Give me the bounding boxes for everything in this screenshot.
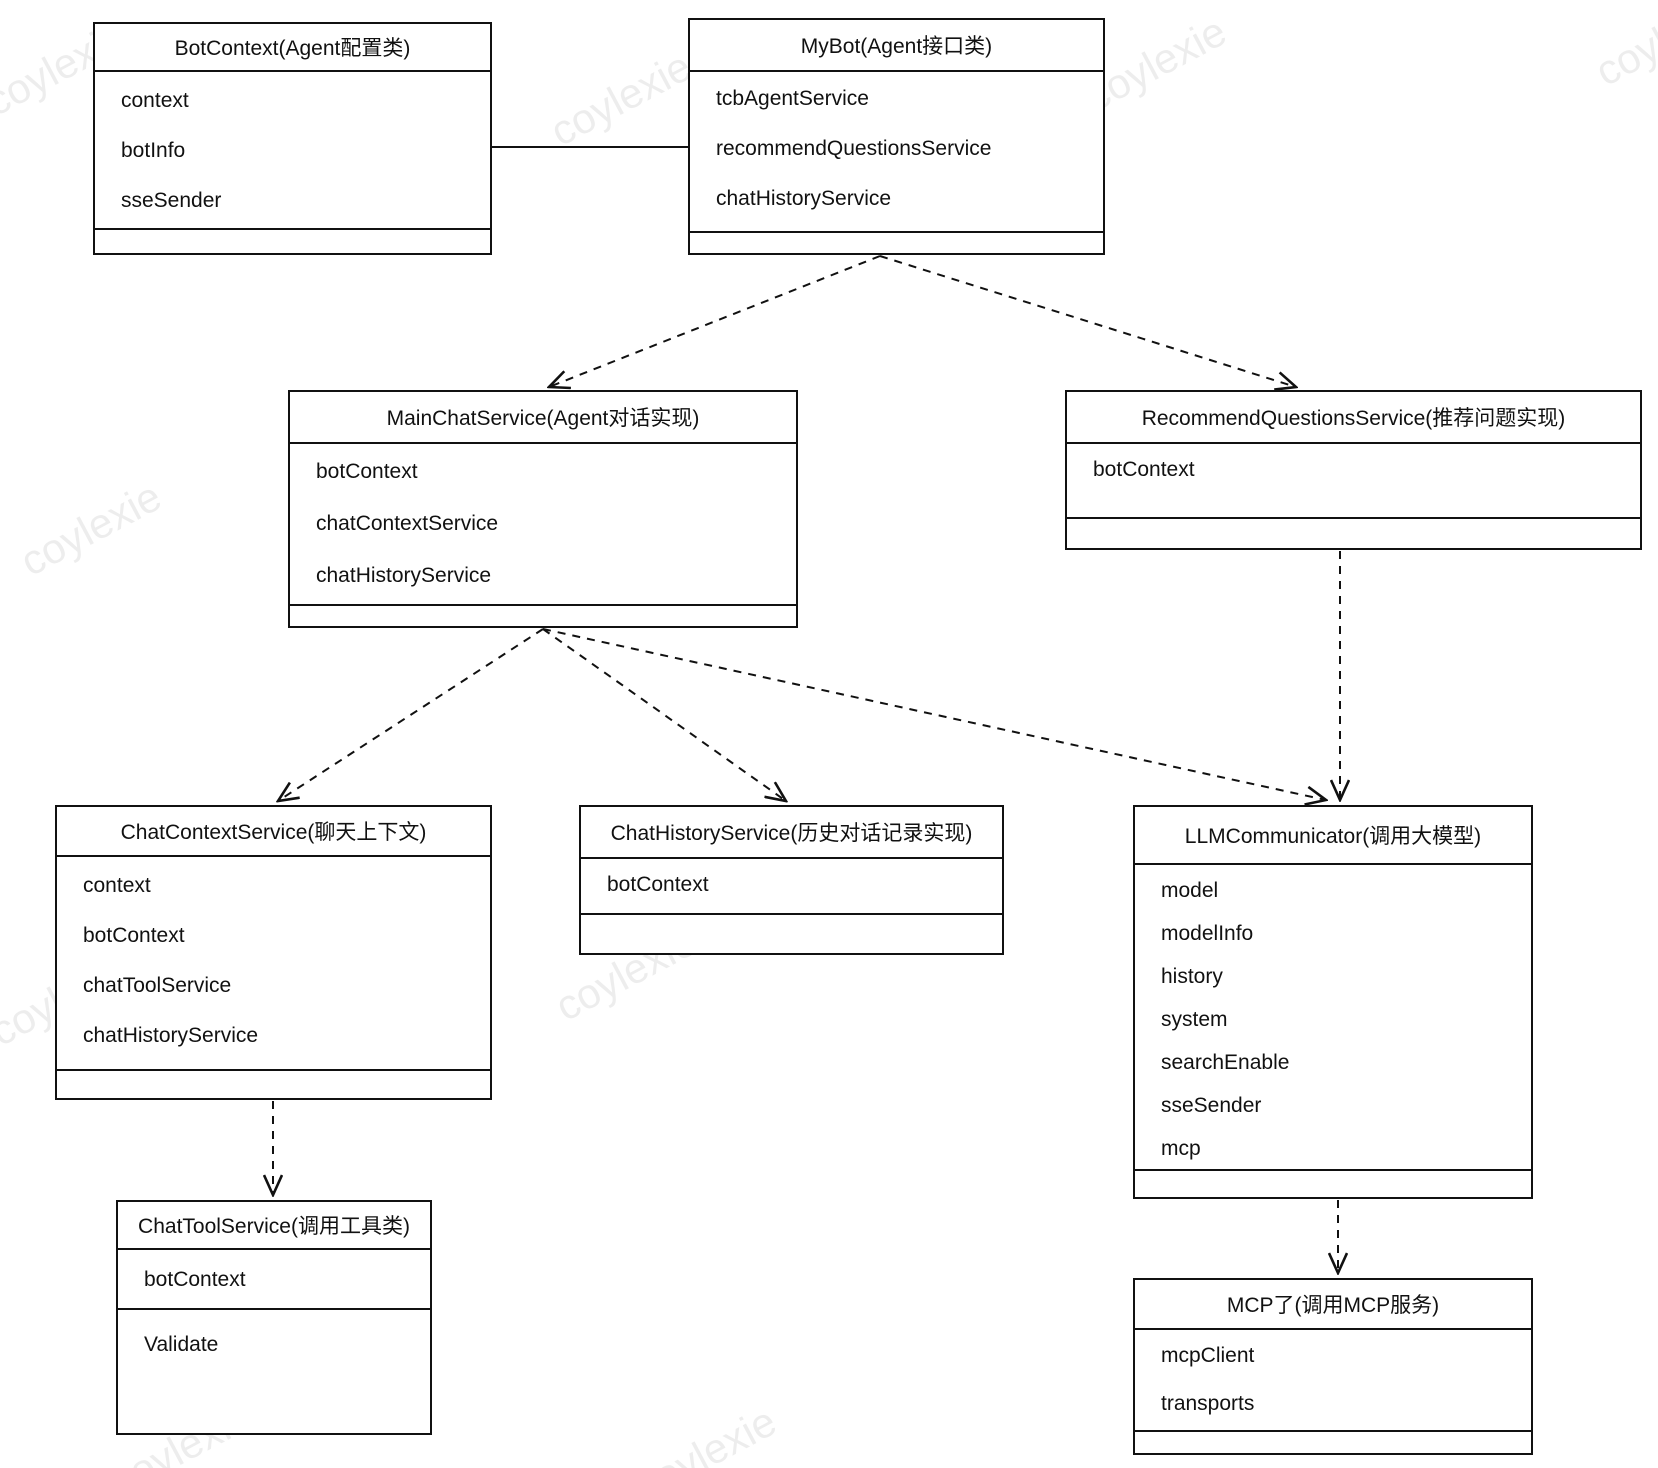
attribute: modelInfo bbox=[1161, 921, 1254, 945]
methods-compartment: Validate bbox=[118, 1310, 430, 1433]
attribute: mcpClient bbox=[1161, 1344, 1255, 1367]
attribute: searchEnable bbox=[1161, 1050, 1290, 1074]
attribute: chatHistoryService bbox=[716, 187, 892, 210]
class-box-mybot[interactable]: MyBot(Agent接口类) tcbAgentService recommen… bbox=[688, 18, 1105, 255]
methods-compartment bbox=[57, 1071, 490, 1098]
edge-mybot-recommendquestionsservice bbox=[879, 255, 1296, 387]
methods-compartment bbox=[690, 233, 1103, 253]
class-box-mcp[interactable]: MCP了(调用MCP服务) mcpClient transports bbox=[1133, 1278, 1533, 1455]
attributes-compartment: botContext chatContextService chatHistor… bbox=[290, 444, 796, 606]
class-box-llmcommunicator[interactable]: LLMCommunicator(调用大模型) model modelInfo h… bbox=[1133, 805, 1533, 1199]
class-title: ChatContextService(聊天上下文) bbox=[57, 807, 490, 857]
class-box-chatcontextservice[interactable]: ChatContextService(聊天上下文) context botCon… bbox=[55, 805, 492, 1100]
attribute: context bbox=[83, 874, 151, 897]
method: Validate bbox=[144, 1333, 219, 1356]
class-title: MainChatService(Agent对话实现) bbox=[290, 392, 796, 444]
class-box-mainchatservice[interactable]: MainChatService(Agent对话实现) botContext ch… bbox=[288, 390, 798, 628]
attributes-compartment: botContext bbox=[118, 1250, 430, 1310]
methods-compartment bbox=[1067, 519, 1640, 548]
edge-mainchatservice-llmcommunicator bbox=[542, 628, 1326, 800]
attribute: chatToolService bbox=[83, 974, 232, 997]
edge-mybot-mainchatservice bbox=[549, 255, 881, 387]
attributes-compartment: tcbAgentService recommendQuestionsServic… bbox=[690, 72, 1103, 233]
attributes-compartment: context botInfo sseSender bbox=[95, 72, 490, 230]
class-box-recommendquestionsservice[interactable]: RecommendQuestionsService(推荐问题实现) botCon… bbox=[1065, 390, 1642, 550]
class-title: ChatToolService(调用工具类) bbox=[118, 1202, 430, 1250]
methods-compartment bbox=[581, 915, 1002, 953]
attribute: botContext bbox=[83, 924, 185, 947]
methods-compartment bbox=[1135, 1171, 1531, 1197]
class-title: MyBot(Agent接口类) bbox=[690, 20, 1103, 72]
attribute: recommendQuestionsService bbox=[716, 137, 992, 160]
attribute: transports bbox=[1161, 1392, 1255, 1415]
edge-mainchatservice-chathistoryservice bbox=[542, 628, 786, 801]
attribute: botContext bbox=[607, 873, 709, 896]
methods-compartment bbox=[290, 606, 796, 626]
attribute: context bbox=[121, 89, 189, 112]
attribute: history bbox=[1161, 964, 1223, 988]
attribute: botContext bbox=[144, 1268, 246, 1291]
attributes-compartment: model modelInfo history system searchEna… bbox=[1135, 865, 1531, 1171]
watermark: coylexie bbox=[1587, 0, 1658, 95]
attributes-compartment: botContext bbox=[581, 859, 1002, 915]
watermark: coylexie bbox=[542, 42, 699, 155]
methods-compartment bbox=[1135, 1432, 1531, 1453]
attribute: chatContextService bbox=[316, 512, 499, 535]
watermark: coylexie bbox=[627, 1397, 784, 1468]
attribute: sseSender bbox=[121, 189, 222, 212]
attribute: chatHistoryService bbox=[83, 1024, 259, 1047]
class-title: MCP了(调用MCP服务) bbox=[1135, 1280, 1531, 1330]
attribute: botInfo bbox=[121, 139, 186, 162]
attributes-compartment: mcpClient transports bbox=[1135, 1330, 1531, 1432]
attribute: sseSender bbox=[1161, 1093, 1262, 1117]
attribute: mcp bbox=[1161, 1136, 1201, 1160]
class-title: ChatHistoryService(历史对话记录实现) bbox=[581, 807, 1002, 859]
class-box-botcontext[interactable]: BotContext(Agent配置类) context botInfo sse… bbox=[93, 22, 492, 255]
class-title: BotContext(Agent配置类) bbox=[95, 24, 490, 72]
attribute: botContext bbox=[316, 460, 418, 483]
edge-mainchatservice-chatcontextservice bbox=[278, 628, 544, 801]
attributes-compartment: botContext bbox=[1067, 444, 1640, 519]
attribute: model bbox=[1161, 878, 1219, 902]
attributes-compartment: context botContext chatToolService chatH… bbox=[57, 857, 490, 1071]
attribute: system bbox=[1161, 1007, 1228, 1031]
attribute: chatHistoryService bbox=[316, 564, 492, 587]
watermark: coylexie bbox=[12, 472, 169, 585]
methods-compartment bbox=[95, 230, 490, 253]
class-box-chattoolservice[interactable]: ChatToolService(调用工具类) botContext Valida… bbox=[116, 1200, 432, 1435]
class-title: LLMCommunicator(调用大模型) bbox=[1135, 807, 1531, 865]
attribute: botContext bbox=[1093, 458, 1195, 481]
attribute: tcbAgentService bbox=[716, 87, 869, 110]
class-box-chathistoryservice[interactable]: ChatHistoryService(历史对话记录实现) botContext bbox=[579, 805, 1004, 955]
class-title: RecommendQuestionsService(推荐问题实现) bbox=[1067, 392, 1640, 444]
